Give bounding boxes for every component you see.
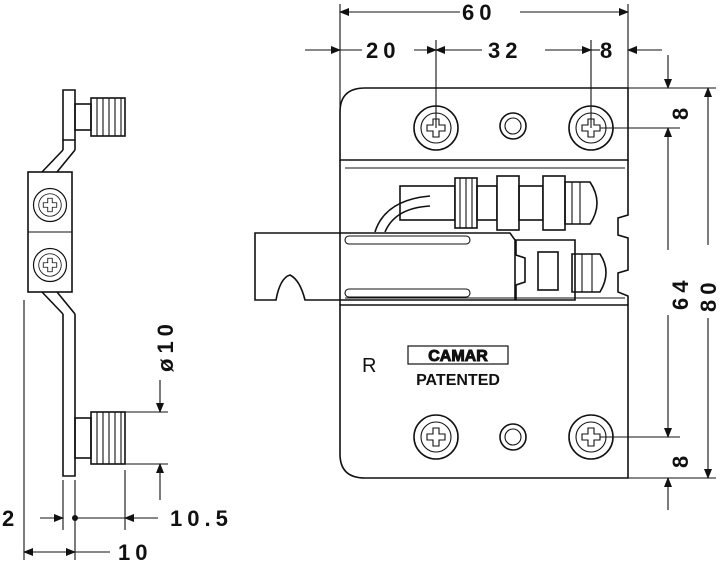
ring-top-icon: [499, 112, 527, 140]
brand-logo-box: [407, 345, 509, 365]
dim-right-bottom: 8: [668, 451, 693, 468]
side-screw-upper-icon: [32, 187, 68, 223]
right-dimensions: 8 64 8 80: [600, 55, 720, 510]
dim-right-top: 8: [668, 103, 693, 120]
side-plate-bottom: [62, 314, 76, 477]
brand-logo: CAMAR: [428, 348, 488, 365]
side-mark-label: R: [362, 355, 376, 377]
dim-left-offset: 20: [366, 38, 400, 63]
adjustment-mechanism: [374, 175, 607, 301]
top-plate: [339, 87, 629, 161]
dim-side-depth: 10: [118, 540, 152, 565]
dim-width-total: 60: [462, 0, 496, 25]
patent-label: PATENTED: [416, 372, 500, 389]
top-dimensions: 60 20 32 8: [305, 0, 662, 128]
dim-bolt-diameter: ø10: [153, 319, 178, 372]
dim-hole-spacing: 32: [488, 38, 522, 63]
dim-right-total: 80: [696, 278, 720, 312]
dim-side-offset: 10.5: [170, 506, 233, 531]
dim-right-offset: 8: [600, 38, 617, 63]
sliding-arm: [254, 232, 516, 301]
bottom-plate: [339, 304, 629, 479]
side-screw-lower-icon: [32, 247, 68, 283]
ring-bottom-icon: [499, 423, 527, 451]
front-view: R CAMAR PATENTED: [254, 87, 629, 479]
threaded-bolt-top-icon: [74, 97, 126, 137]
dim-right-inner: 64: [668, 276, 693, 310]
side-view: ø10 2 10.5 10: [2, 89, 233, 565]
threaded-bolt-bottom-icon: [74, 411, 126, 465]
screw-bottom-left-icon: [413, 414, 459, 460]
side-plate-top: [62, 89, 76, 141]
dim-side-left: 2: [2, 506, 19, 531]
